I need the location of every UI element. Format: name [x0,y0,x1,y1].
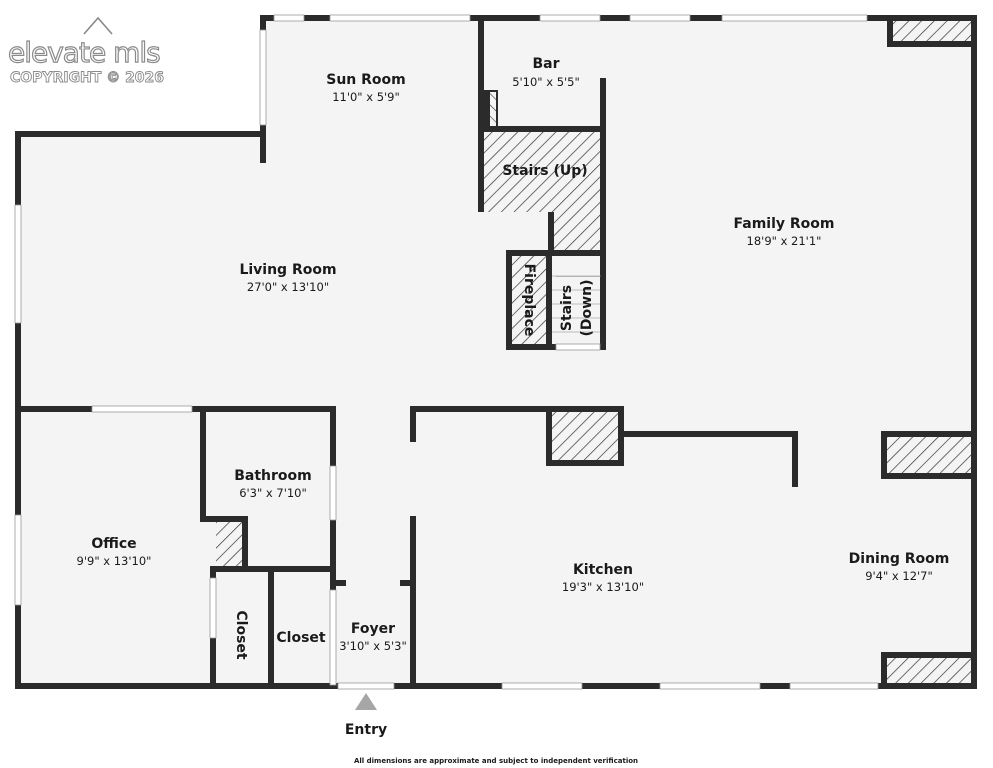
disclaimer: All dimensions are approximate and subje… [354,757,638,765]
entry-arrow-icon [355,693,377,710]
kitchen-dims: 19'3" x 13'10" [562,580,644,594]
windows [14,14,879,690]
bar-name: Bar [532,56,559,72]
stairs-down-label-line2: (Down) [579,280,595,337]
family-room-name: Family Room [734,216,835,232]
bathroom-dims: 6'3" x 7'10" [239,486,307,500]
hatched-features [216,21,971,683]
office-name: Office [91,536,136,552]
dining-room-name: Dining Room [849,551,950,567]
room-labels: Sun Room 11'0" x 5'9" Bar 5'10" x 5'5" F… [77,56,950,653]
fireplace-label: Fireplace [521,264,537,337]
closet-label-vertical: Closet [233,610,249,660]
feature-labels: Stairs (Up) Fireplace Stairs (Down) Clos… [233,163,595,660]
foyer-dims: 3'10" x 5'3" [339,639,407,653]
stairs-up-label: Stairs (Up) [502,163,587,179]
kitchen-name: Kitchen [573,562,633,578]
fireplace-shape [512,256,546,344]
dining-room-dims: 9'4" x 12'7" [865,569,933,583]
brand-text: elevate mls [8,36,160,69]
entry-label: Entry [345,722,387,738]
sun-room-dims: 11'0" x 5'9" [332,90,400,104]
family-room-dims: 18'9" x 21'1" [747,234,822,248]
office-dims: 9'9" x 13'10" [77,554,152,568]
bathroom-name: Bathroom [234,468,312,484]
stairs-down-shape [552,275,600,333]
bar-dims: 5'10" x 5'5" [512,75,580,89]
closet-label: Closet [276,630,326,646]
foyer-name: Foyer [351,621,395,637]
sun-room-name: Sun Room [326,72,406,88]
stairs-up-shape [484,132,600,250]
living-room-name: Living Room [239,262,336,278]
house-roof-icon [83,16,113,35]
stairs-down-label-line1: Stairs [559,285,575,331]
watermark-logo: elevate mls COPYRIGHT © 2026 [7,16,164,86]
living-room-dims: 27'0" x 13'10" [247,280,329,294]
entry-marker: Entry [345,693,387,738]
copyright-text: COPYRIGHT © 2026 [10,70,164,86]
